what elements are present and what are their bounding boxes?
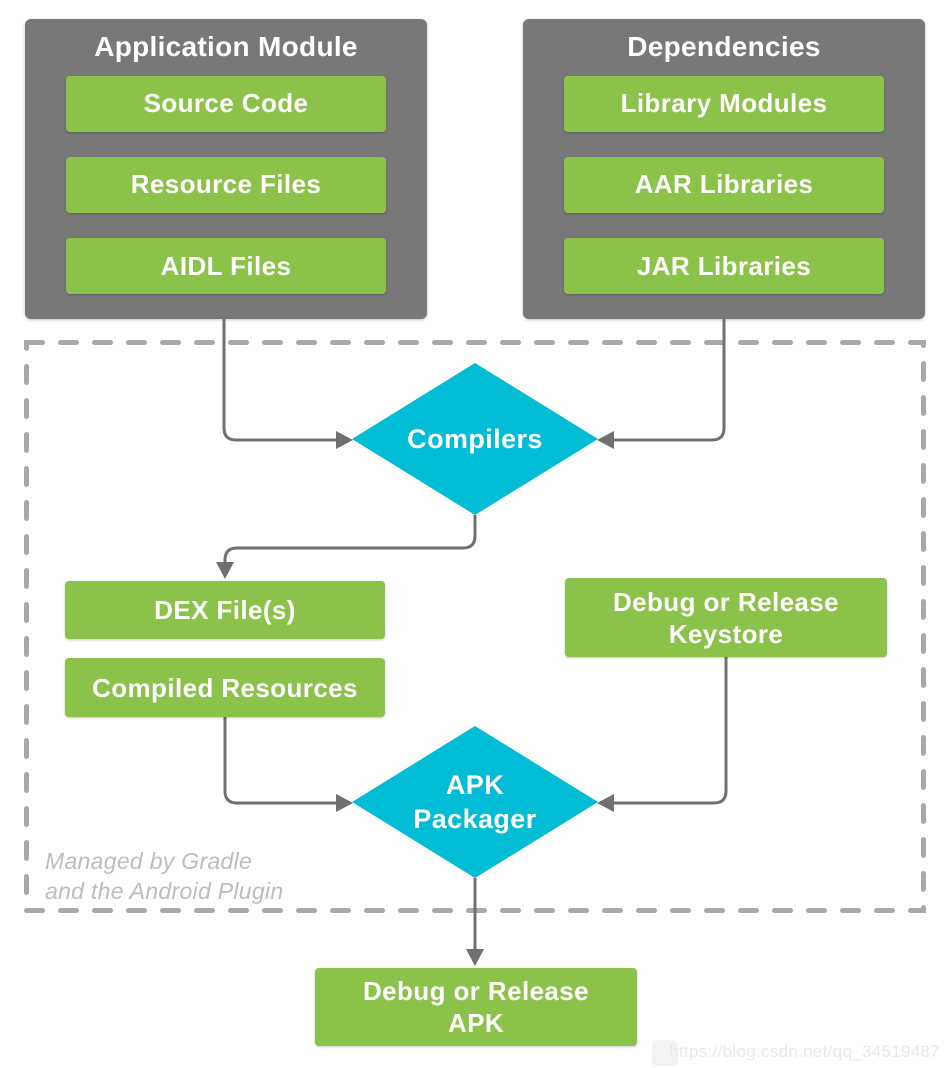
connector-compilers-to-dex [223, 515, 477, 563]
managed-note-line2: and the Android Plugin [45, 878, 284, 904]
node-aidl-files: AIDL Files [66, 238, 386, 295]
node-compilers: Compilers [352, 363, 598, 515]
node-dex-files: DEX File(s) [65, 581, 385, 639]
keystore-label-line2: Keystore [668, 618, 784, 649]
arrowhead-into-packager-right [597, 794, 614, 812]
output-apk-label-line2: APK [447, 1008, 505, 1038]
connector-keystore-to-packager [613, 657, 728, 805]
node-aar-libraries: AAR Libraries [564, 156, 884, 213]
node-output-apk: Debug or Release APK [315, 968, 637, 1046]
dependencies-group: Dependencies Library Modules AAR Librari… [523, 19, 925, 319]
keystore-label-line1: Debug or Release [612, 586, 840, 617]
application-module-title: Application Module [94, 31, 358, 63]
managed-by-gradle-note: Managed by Gradle and the Android Plugin [45, 846, 283, 906]
node-jar-libraries: JAR Libraries [564, 238, 884, 295]
arrowhead-into-packager-left [336, 794, 353, 812]
connector-dependencies-to-compilers [613, 319, 726, 442]
dependencies-title: Dependencies [627, 31, 821, 63]
node-library-modules: Library Modules [564, 75, 884, 132]
compilers-label: Compilers [407, 424, 543, 454]
apk-packager-label-line2: Packager [413, 804, 537, 834]
arrowhead-into-compilers-left [336, 431, 353, 449]
dex-files-label: DEX File(s) [154, 595, 296, 625]
output-apk-label-line1: Debug or Release [362, 976, 590, 1006]
arrowhead-into-compilers-right [597, 431, 614, 449]
node-compiled-resources: Compiled Resources [65, 658, 385, 717]
connector-resources-to-packager [223, 717, 337, 805]
application-module-group: Application Module Source Code Resource … [25, 19, 427, 319]
node-source-code: Source Code [66, 75, 386, 132]
node-keystore: Debug or Release Keystore [565, 578, 887, 657]
csdn-logo-watermark [652, 1040, 678, 1066]
node-apk-packager: APK Packager [352, 726, 598, 878]
csdn-url-watermark: https://blog.csdn.net/qq_34519487 [669, 1042, 940, 1061]
apk-packager-label-line1: APK [445, 770, 505, 800]
compiled-resources-label: Compiled Resources [92, 672, 358, 703]
node-resource-files: Resource Files [66, 156, 386, 213]
managed-note-line1: Managed by Gradle [45, 848, 253, 874]
arrowhead-into-output-apk [466, 949, 484, 966]
arrowhead-into-dex [216, 562, 234, 579]
connector-app-module-to-compilers [222, 319, 337, 442]
